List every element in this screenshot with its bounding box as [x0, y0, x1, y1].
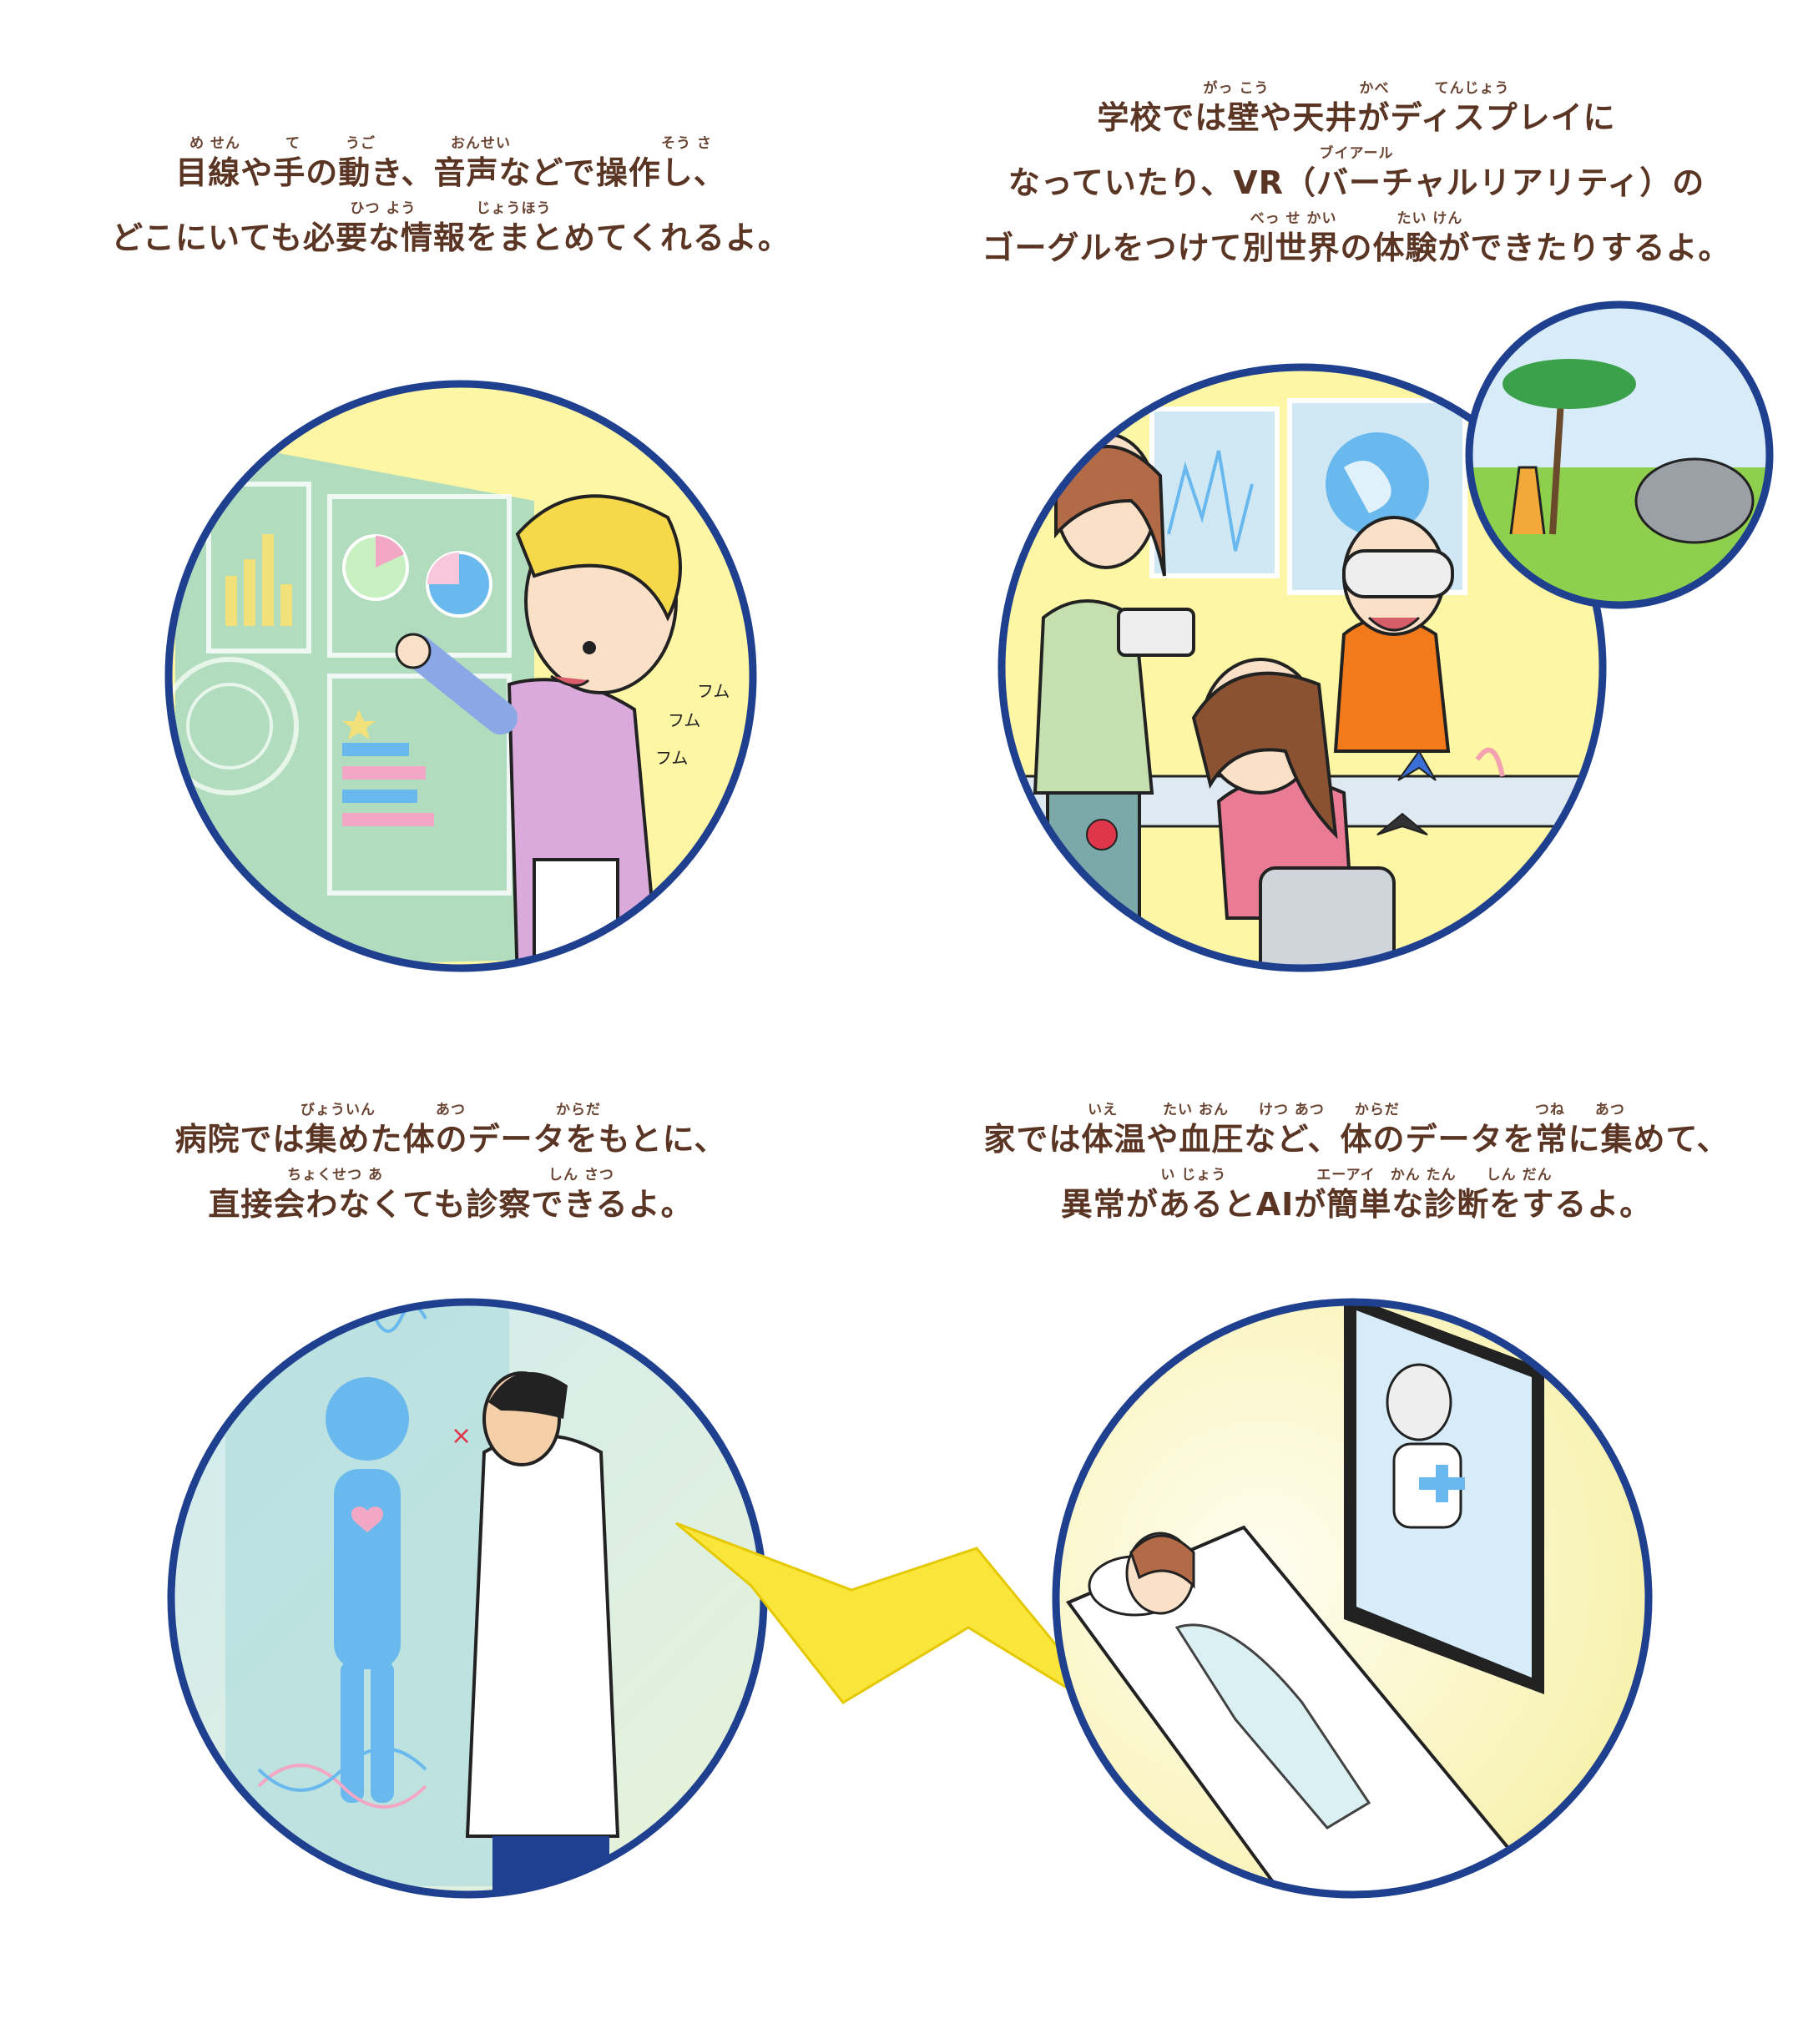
- caption-bottom-right: いえ たい おん けつ あつ からだ つね あつ家では体温や血圧など、体のデータ…: [910, 1100, 1803, 1224]
- ruby-line: い じょう エーアイ かん たん しん だん: [1160, 1167, 1553, 1184]
- caption-text: どこにいても必要な情報をまとめてくれるよ。: [111, 220, 790, 256]
- caption-text: なっていたり、VR（バーチャルリアリティ）の: [1008, 164, 1705, 201]
- ruby-line: がっ こう かべ てんじょう: [1203, 80, 1510, 97]
- ruby-line: いえ たい おん けつ あつ からだ つね あつ: [1088, 1102, 1625, 1118]
- caption-text: 目線や手の動き、音声などで操作し、: [175, 154, 726, 191]
- caption-text: 病院では集めた体のデータをもとに、: [174, 1121, 727, 1158]
- svg-text:×: ×: [451, 1421, 472, 1451]
- circle-frame-hospital: ×: [167, 1298, 768, 1899]
- hum-text: フム: [668, 710, 700, 730]
- hum-text: フム: [697, 681, 730, 701]
- ruby-line: ちょくせつ あ しん さつ: [287, 1167, 614, 1184]
- caption-text: 学校では壁や天井がディスプレイに: [1097, 99, 1616, 136]
- caption-bottom-left: びょういん あつ からだ病院では集めた体のデータをもとに、 ちょくせつ あ しん…: [0, 1100, 902, 1224]
- caption-top-right: がっ こう かべ てんじょう学校では壁や天井がディスプレイに ブイアールなってい…: [910, 78, 1803, 267]
- circle-frame-home: [1052, 1298, 1653, 1899]
- caption-top-left: め せん て うご おんせい そう さ目線や手の動き、音声などで操作し、 ひつ …: [0, 134, 902, 257]
- circle-frame-school: [997, 300, 1774, 972]
- ruby-line: べっ せ かい たい けん: [1250, 210, 1463, 227]
- caption-text: 異常があるとAIが簡単な診断をするよ。: [1060, 1186, 1653, 1223]
- vr-bubble: [1465, 300, 1774, 609]
- hum-text: フム: [655, 748, 688, 768]
- ruby-line: ひつ よう じょうほう: [350, 200, 552, 217]
- circle-frame-display: フム フム フム: [164, 380, 757, 972]
- ruby-line: びょういん あつ からだ: [300, 1102, 601, 1118]
- caption-text: 直接会わなくても診察できるよ。: [208, 1186, 694, 1223]
- ruby-line: ブイアール: [1319, 145, 1394, 162]
- caption-text: ゴーグルをつけて別世界の体験ができたりするよ。: [982, 230, 1731, 266]
- ruby-line: め せん て うご おんせい そう さ: [189, 135, 712, 152]
- caption-text: 家では体温や血圧など、体のデータを常に集めて、: [983, 1121, 1730, 1158]
